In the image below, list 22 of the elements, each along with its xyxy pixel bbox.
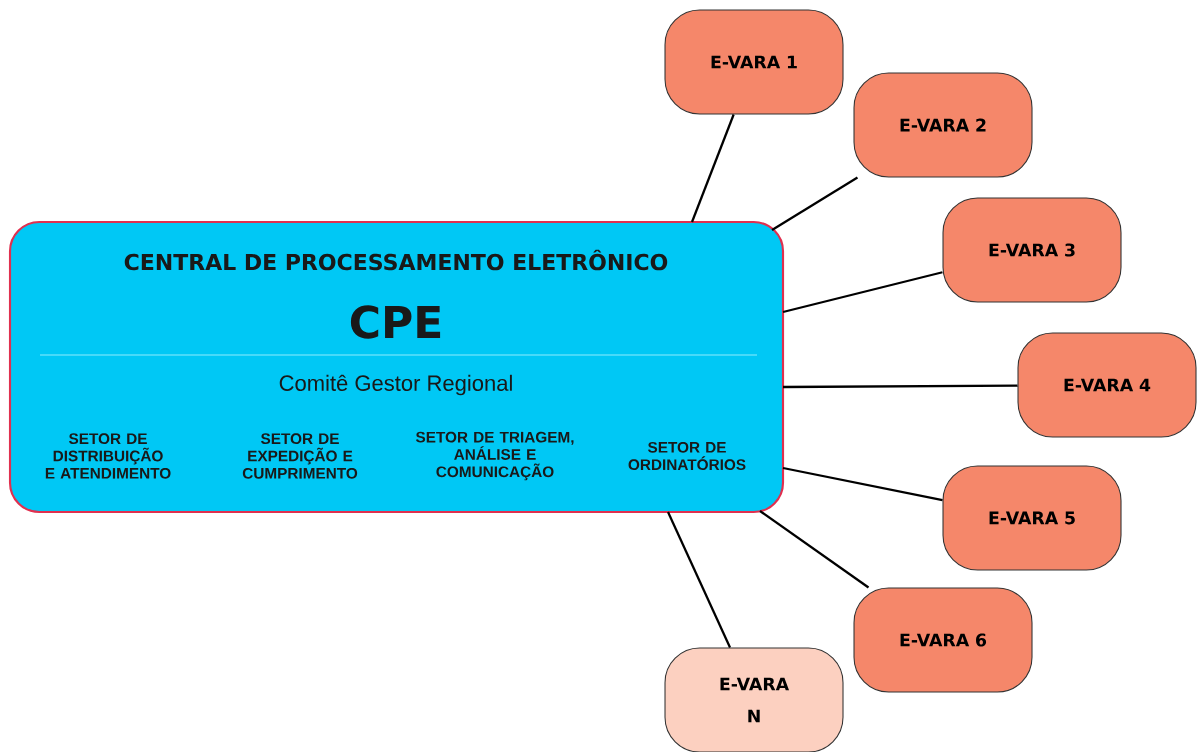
process-box	[8, 220, 785, 514]
connector-line	[782, 466, 943, 502]
connector-line	[782, 271, 943, 314]
sector-text: SETOR DE TRIAGEM, ANÁLISE E COMUNICAÇÃO	[415, 431, 574, 481]
rounded-box: E-VARA 6	[853, 587, 1033, 693]
box-subtitle: Comitê Gestor Regional	[279, 374, 512, 396]
sector-text: SETOR DE ORDINATÓRIOS	[628, 441, 746, 471]
sector-text: SETOR DE DISTRIBUIÇÃO E ATENDIMENTO	[45, 433, 171, 479]
connector-line	[759, 510, 870, 589]
connector-line	[666, 511, 732, 648]
rounded-box: E-VARA 4	[1017, 332, 1197, 438]
box-heading: CPE	[350, 305, 441, 339]
connector-line	[783, 384, 1018, 389]
rounded-box: E-VARA 1	[664, 9, 844, 115]
connector-line	[690, 114, 735, 223]
sector-text: SETOR DE EXPEDIÇÃO E CUMPRIMENTO	[242, 433, 358, 479]
rounded-box: E-VARA N	[664, 647, 844, 752]
rounded-box: E-VARA 3	[942, 197, 1122, 303]
connector-line	[771, 176, 859, 231]
rounded-box: E-VARA 5	[942, 465, 1122, 571]
box-title: CENTRAL DE PROCESSAMENTO ELETRÔNICO	[124, 249, 668, 271]
rounded-box: E-VARA 2	[853, 72, 1033, 178]
